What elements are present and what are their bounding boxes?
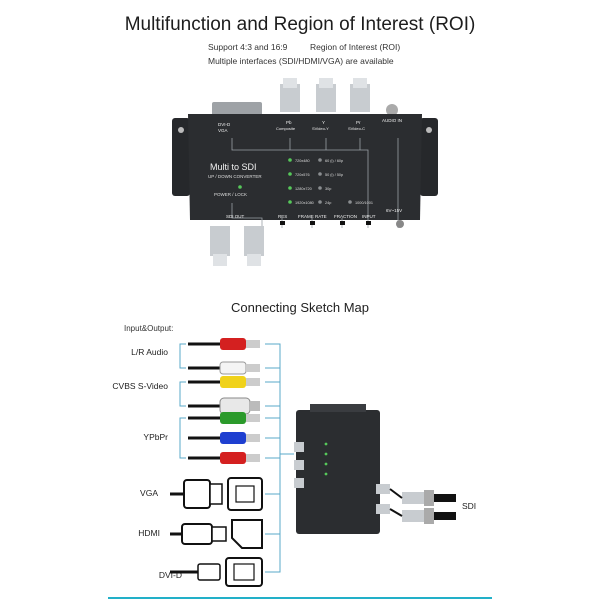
ypbpr-cable-red — [188, 452, 260, 464]
roi-text: Region of Interest (ROI) — [310, 42, 401, 52]
sdi-out-label: SDI OUT — [226, 214, 245, 219]
res-led-4: 1920x1080 — [295, 201, 314, 205]
device-body — [188, 114, 422, 220]
bnc-connector-pr — [350, 78, 370, 112]
pb-composite-label: Composite — [276, 126, 296, 131]
sdi-cable-1 — [402, 490, 456, 506]
pb-label: Pb — [286, 120, 292, 125]
bnc-connector-y — [316, 78, 336, 112]
vga-label: VGA — [218, 128, 228, 133]
input-button[interactable] — [366, 221, 371, 225]
right-mount-flange — [420, 118, 438, 196]
page-title: Multifunction and Region of Interest (RO… — [124, 14, 476, 35]
ypbpr-cable-green — [188, 412, 260, 424]
frame-rate-button[interactable] — [310, 221, 315, 225]
y-svideo-label: SVideo-Y — [312, 126, 329, 131]
res-led-1: 720x480 — [295, 159, 310, 163]
audio-in-label: AUDIO IN — [382, 118, 402, 123]
res-button[interactable] — [280, 221, 285, 225]
res-label: RES — [278, 214, 287, 219]
hdmi-cable — [170, 519, 263, 549]
sdi-cable-2 — [402, 508, 456, 524]
group-label-vga: VGA — [140, 488, 158, 498]
input-output-label: Input&Output: — [124, 324, 174, 333]
rate-led-1: 60 (i) / 60p — [325, 159, 343, 163]
bottom-accent-line — [108, 597, 492, 599]
input-label: INPUT — [362, 214, 376, 219]
audio-cable-red — [188, 338, 260, 350]
group-label-hdmi: HDMI — [138, 528, 160, 538]
group-label-dvi-d: DVI-D — [158, 570, 182, 580]
sdi-out-bnc-2 — [244, 226, 264, 266]
y-label: Y — [322, 120, 325, 125]
svideo-cable — [188, 397, 260, 415]
fraction-button[interactable] — [340, 221, 345, 225]
group-label-ypbpr: YPbPr — [143, 432, 168, 442]
sketch-device — [294, 404, 390, 534]
left-mount-flange — [172, 118, 190, 196]
ypbpr-cable-blue — [188, 432, 260, 444]
sdi-output-label: SDI — [462, 501, 477, 511]
frame-rate-label: FRAME RATE — [298, 214, 327, 219]
cvbs-cable-yellow — [188, 376, 260, 388]
dc-power-jack — [396, 220, 404, 228]
audio-jack — [386, 104, 398, 116]
group-label-lr-audio: L/R Audio — [131, 347, 168, 357]
device-subtitle: UP / DOWN CONVERTER — [208, 174, 262, 179]
audio-cable-white — [188, 361, 260, 375]
fraction-label: FRACTION — [334, 214, 357, 219]
interfaces-text: Multiple interfaces (SDI/HDMI/VGA) are a… — [208, 56, 394, 66]
group-label-cvbs-svideo: CVBS S-Video — [112, 381, 168, 391]
device-name: Multi to SDI — [210, 162, 257, 172]
dvi-d-cable — [170, 557, 263, 587]
rate-led-2: 50 (i) / 50p — [325, 173, 343, 177]
dvi-vga-connector — [212, 102, 262, 116]
res-led-3: 1280x720 — [295, 187, 312, 191]
connection-sketch — [170, 338, 456, 587]
fraction-led: 1000/1001 — [355, 201, 373, 205]
power-lock-label: POWER / LOCK — [214, 192, 247, 197]
rate-led-4: 24p — [325, 201, 331, 205]
bnc-connector-pb — [280, 78, 300, 112]
converter-device-photo: DVI-D VGA Pb Composite Y SVideo-Y Pr SVi… — [172, 78, 438, 266]
vga-cable — [170, 477, 263, 511]
pr-label: Pr — [356, 120, 361, 125]
res-led-2: 720x576 — [295, 173, 310, 177]
pr-svideo-label: SVideo-C — [348, 126, 365, 131]
rate-led-3: 30p — [325, 187, 331, 191]
power-led — [238, 185, 242, 189]
sdi-out-bnc-1 — [210, 226, 230, 266]
aspect-support-text: Support 4:3 and 16:9 — [208, 42, 288, 52]
sketch-title: Connecting Sketch Map — [230, 300, 370, 315]
dvi-label: DVI-D — [218, 122, 231, 127]
dc-label: 6V~15V — [386, 208, 402, 213]
